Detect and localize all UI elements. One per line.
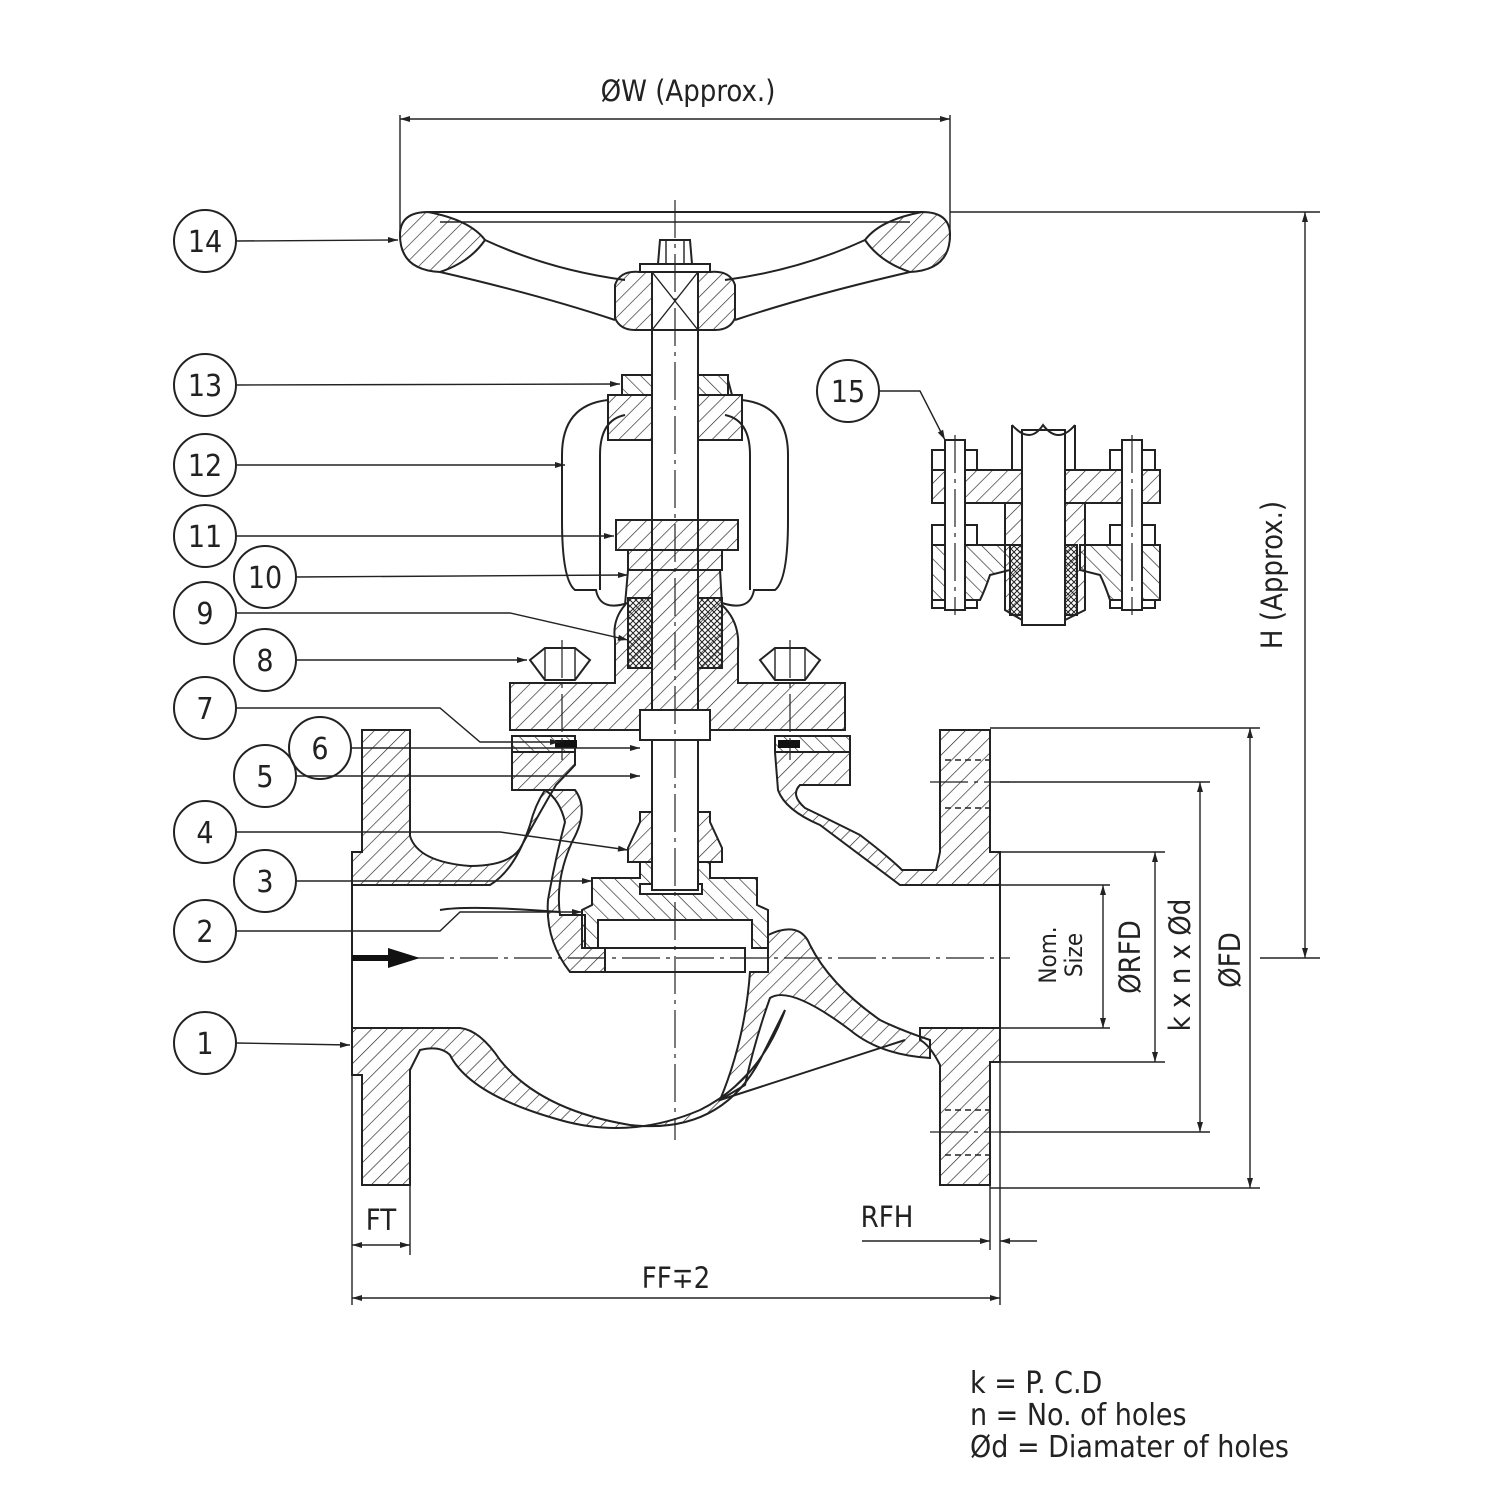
height-label: H (Approx.) <box>1255 501 1289 649</box>
svg-text:14: 14 <box>188 225 222 260</box>
nom-size-label-line2: Size <box>1060 933 1088 977</box>
svg-text:7: 7 <box>196 692 213 727</box>
svg-text:4: 4 <box>196 816 213 851</box>
svg-text:10: 10 <box>248 561 282 596</box>
legend-line-d: Ød = Diamater of holes <box>970 1430 1289 1465</box>
nom-size-label-line1: Nom. <box>1034 926 1062 983</box>
legend-line-k: k = P. C.D <box>970 1366 1102 1401</box>
balloon-12: 12 <box>173 433 237 497</box>
flow-arrow <box>352 948 420 968</box>
svg-text:2: 2 <box>196 915 213 950</box>
raised-face-height-label: RFH <box>861 1200 914 1234</box>
balloon-14: 14 <box>173 209 237 273</box>
dimension-lines <box>351 115 1320 1305</box>
svg-text:6: 6 <box>311 732 328 767</box>
svg-text:3: 3 <box>256 865 273 900</box>
svg-text:9: 9 <box>196 597 213 632</box>
flange-dia-label: ØFD <box>1213 932 1247 988</box>
balloon-11: 11 <box>173 504 237 568</box>
svg-text:5: 5 <box>256 760 273 795</box>
balloon-15: 15 <box>816 359 880 423</box>
bolted-bonnet-detail <box>931 423 1161 626</box>
svg-text:8: 8 <box>256 644 273 679</box>
balloon-3: 3 <box>233 849 297 913</box>
legend-line-n: n = No. of holes <box>970 1398 1187 1433</box>
legend: k = P. C.D n = No. of holes Ød = Diamate… <box>970 1366 1289 1465</box>
balloon-5: 5 <box>233 744 297 808</box>
balloons: 1 2 3 4 5 6 7 8 9 10 11 12 13 14 15 <box>173 209 880 1075</box>
balloon-leaders <box>235 237 946 1048</box>
svg-text:15: 15 <box>831 375 865 410</box>
bonnet-bolts <box>528 640 822 760</box>
face-to-face-label: FF∓2 <box>642 1261 710 1295</box>
svg-text:1: 1 <box>196 1027 213 1062</box>
balloon-2: 2 <box>173 899 237 963</box>
bonnet <box>509 374 851 753</box>
svg-text:12: 12 <box>188 449 222 484</box>
balloon-8: 8 <box>233 628 297 692</box>
balloon-10: 10 <box>233 545 297 609</box>
raised-face-dia-label: ØRFD <box>1113 920 1147 994</box>
balloon-6: 6 <box>288 716 352 780</box>
svg-text:13: 13 <box>188 369 222 404</box>
pcd-holes-label: k x n x Ød <box>1163 899 1197 1032</box>
balloon-9: 9 <box>173 581 237 645</box>
balloon-7: 7 <box>173 676 237 740</box>
balloon-1: 1 <box>173 1011 237 1075</box>
flange-thickness-label: FT <box>366 1203 398 1237</box>
balloon-4: 4 <box>173 800 237 864</box>
handwheel-dia-label: ØW (Approx.) <box>601 74 776 108</box>
svg-text:11: 11 <box>188 520 222 555</box>
balloon-13: 13 <box>173 353 237 417</box>
